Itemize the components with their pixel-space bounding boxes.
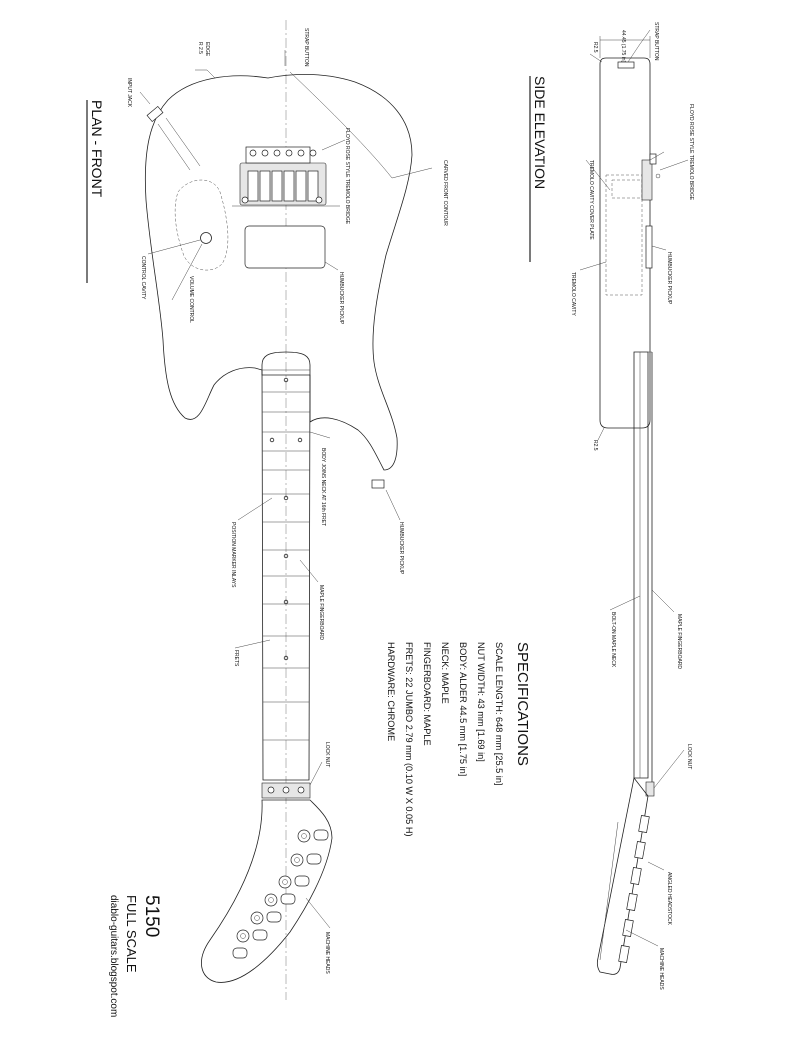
spec-scale-length: SCALE LENGTH: 648 mm [25.5 in]	[494, 642, 504, 785]
label-control-cavity: CONTROL CAVITY	[140, 256, 146, 300]
title-block: 5150 FULL SCALE diablo-guitars.blogspot.…	[108, 895, 162, 1017]
scale-label: FULL SCALE	[124, 895, 139, 973]
label-plan-strap-button: STRAP BUTTON	[303, 28, 309, 67]
label-bridge-humbucker: HUMBUCKER PICKUP	[338, 272, 344, 325]
label-position-markers: POSITION MARKER INLAYS	[230, 522, 236, 588]
side-dimension	[599, 36, 651, 58]
label-carved-contour: CARVED FRONT CONTOUR	[442, 160, 448, 226]
label-side-maple-fingerboard: MAPLE FINGERBOARD	[676, 614, 682, 669]
label-angled-headstock: ANGLED HEADSTOCK	[666, 872, 672, 926]
plan-headstock-outline	[201, 799, 333, 983]
label-bolt-on-neck: BOLT-ON MAPLE NECK	[610, 612, 616, 668]
side-strap-button	[617, 61, 635, 69]
plan-front-view: PLAN - FRONT EDGE R 2.5 STRAP BUTTON INP…	[86, 20, 448, 1000]
label-edge-radius: R 2.5	[197, 42, 203, 54]
label-frets: FRETS	[233, 650, 239, 667]
label-side-lock-nut: LOCK NUT	[686, 744, 692, 769]
side-machine-heads	[599, 815, 650, 963]
label-input-jack: INPUT JACK	[126, 78, 132, 108]
label-radius-bottom: R2.5	[592, 440, 598, 451]
tremolo-cavity	[605, 174, 643, 296]
label-side-machine-heads: MACHINE HEADS	[658, 948, 664, 990]
side-neck	[633, 351, 649, 779]
side-elevation-view: SIDE ELEVATION STRAP BUTTON 44.45 (1.75 …	[529, 22, 694, 990]
label-side-floyd-rose: FLOYD ROSE STYLE TREMOLO BRIDGE	[688, 104, 694, 201]
label-maple-fingerboard: MAPLE FINGERBOARD	[318, 585, 324, 640]
plan-leader-lines	[139, 50, 433, 929]
control-cavity-outline	[174, 179, 229, 271]
label-edge: EDGE	[204, 42, 210, 57]
plan-lock-nut	[261, 782, 311, 799]
label-body-joins: BODY JOINS NECK AT 16th FRET	[320, 448, 326, 526]
label-volume-control: VOLUME CONTROL	[188, 276, 194, 323]
input-jack-plate	[146, 105, 164, 123]
specifications-block: SPECIFICATIONS SCALE LENGTH: 648 mm [25.…	[386, 642, 531, 837]
neck-pickup-marker	[371, 479, 385, 489]
volume-knob	[200, 232, 212, 244]
model-number: 5150	[141, 895, 162, 937]
plan-machine-heads	[232, 829, 329, 959]
plan-view-title: PLAN - FRONT	[89, 100, 105, 198]
label-side-strap-button: STRAP BUTTON	[653, 22, 659, 61]
label-dimension: 44.45 (1.75 in)	[620, 30, 626, 63]
bridge-humbucker	[244, 225, 326, 269]
side-lock-nut	[645, 781, 655, 797]
side-headstock	[596, 777, 649, 975]
label-side-humbucker: HUMBUCKER PICKUP	[666, 252, 672, 305]
plan-frets	[262, 369, 310, 741]
spec-neck: NECK: MAPLE	[440, 642, 450, 704]
specs-heading: SPECIFICATIONS	[514, 642, 531, 766]
label-tremolo-cover: TREMOLO CAVITY COVER PLATE	[588, 160, 594, 240]
spec-hardware: HARDWARE: CHROME	[386, 642, 396, 741]
website-label: diablo-guitars.blogspot.com	[108, 895, 119, 1017]
plan-neck	[261, 351, 311, 781]
spec-nut-width: NUT WIDTH: 43 mm [1.69 in]	[476, 642, 486, 762]
label-radius-top: R2.5	[592, 42, 598, 53]
spec-fingerboard: FINGERBOARD: MAPLE	[422, 642, 432, 746]
side-humbucker	[645, 225, 653, 269]
label-neck-humbucker: HUMBUCKER PICKUP	[398, 522, 404, 575]
spec-frets: FRETS: 22 JUMBO 2.79 mm (0.10 W X 0.05 H…	[404, 642, 414, 837]
floyd-rose-bridge	[232, 146, 340, 207]
side-body-outline	[599, 57, 651, 429]
spec-body: BODY: ALDER 44.5 mm [1.75 in]	[458, 642, 468, 776]
carved-contour-line	[289, 71, 393, 179]
input-jack-channel	[157, 123, 191, 171]
label-plan-machine-heads: MACHINE HEADS	[324, 932, 330, 974]
side-leader-lines	[579, 29, 689, 947]
side-floyd-rose	[641, 151, 665, 201]
label-plan-floyd-rose: FLOYD ROSE STYLE TREMOLO BRIDGE	[344, 128, 350, 225]
position-marker-inlays	[269, 377, 303, 661]
label-plan-lock-nut: LOCK NUT	[324, 742, 330, 767]
plan-body-outline	[144, 74, 413, 471]
label-tremolo-cavity: TREMOLO CAVITY	[570, 272, 576, 316]
side-view-title: SIDE ELEVATION	[532, 76, 548, 189]
